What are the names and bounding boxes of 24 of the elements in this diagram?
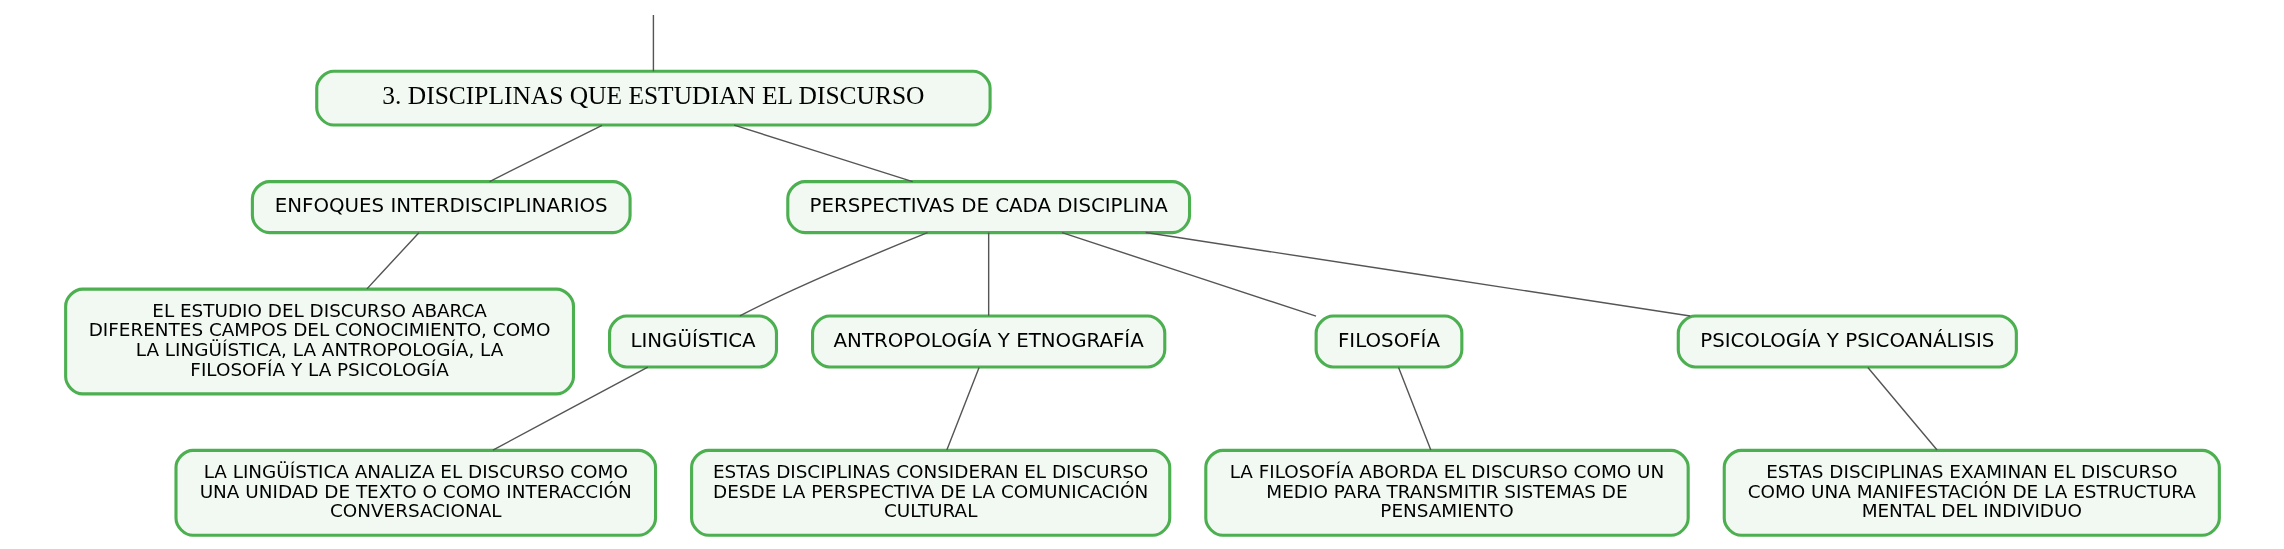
connector xyxy=(488,124,603,183)
node-box: EL ESTUDIO DEL DISCURSO ABARCA DIFERENTES CAMPOS DEL CONOCIMIENTO, COMO LA LINGÜÍSTICA, LA ANTROPOLOGÍA, LA FILOSOFÍA Y LA PSICOLOGÍA xyxy=(63,287,575,396)
connector xyxy=(1060,231,1317,317)
node-box: LINGÜÍSTICA xyxy=(607,314,778,369)
connector xyxy=(738,232,928,317)
connector xyxy=(1397,366,1432,451)
node-box: ANTROPOLOGÍA Y ETNOGRAFÍA xyxy=(810,314,1166,369)
connector xyxy=(491,366,649,451)
connector xyxy=(945,366,980,451)
node-box: LA FILOSOFÍA ABORDA EL DISCURSO COMO UN MEDIO PARA TRANSMITIR SISTEMAS DE PENSAMIENTO xyxy=(1203,448,1690,537)
node-box: FILOSOFÍA xyxy=(1314,314,1463,369)
connector xyxy=(365,231,420,290)
node-box: ESTAS DISCIPLINAS CONSIDERAN EL DISCURSO DESDE LA PERSPECTIVA DE LA COMUNICACIÓN CULTURAL xyxy=(689,448,1171,537)
node-box: ESTAS DISCIPLINAS EXAMINAN EL DISCURSO COMO UNA MANIFESTACIÓN DE LA ESTRUCTURA MENTAL DEL INDIVIDUO xyxy=(1722,448,2221,537)
connector xyxy=(1866,366,1938,451)
connector xyxy=(652,14,654,72)
connector xyxy=(1144,231,1691,317)
node-box: ENFOQUES INTERDISCIPLINARIOS xyxy=(250,180,632,235)
node-box: PERSPECTIVAS DE CADA DISCIPLINA xyxy=(785,180,1191,235)
node-box: 3. DISCIPLINAS QUE ESTUDIAN EL DISCURSO xyxy=(314,69,992,127)
node-box: PSICOLOGÍA Y PSICOANÁLISIS xyxy=(1676,314,2018,369)
connector xyxy=(732,124,913,183)
connector xyxy=(987,231,989,317)
node-box: LA LINGÜÍSTICA ANALIZA EL DISCURSO COMO UNA UNIDAD DE TEXTO O COMO INTERACCIÓN CONVERSACIONAL xyxy=(173,448,657,537)
